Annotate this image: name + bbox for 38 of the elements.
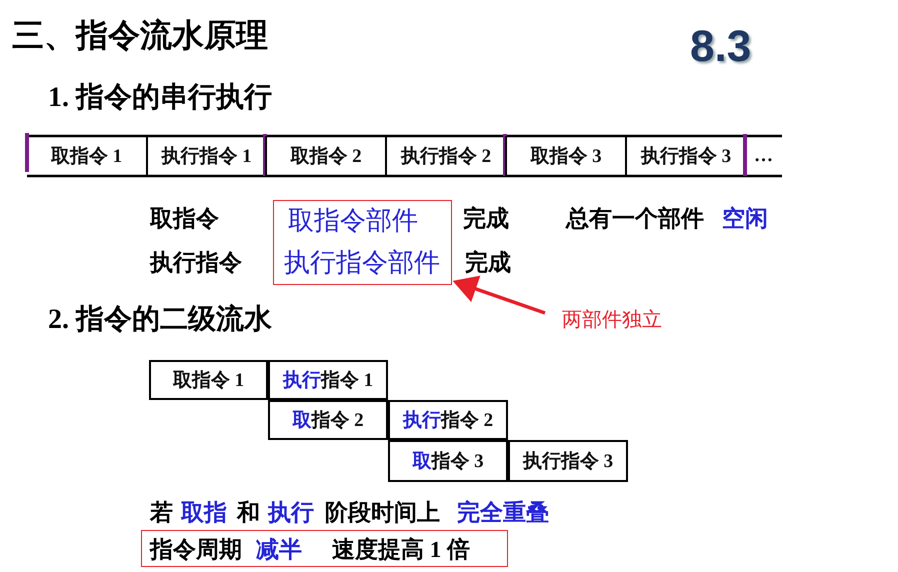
note-text: 取指 <box>181 499 227 527</box>
timeline-cell: 取指令 3 <box>388 440 508 482</box>
title: 三、指令流水原理 <box>12 16 268 55</box>
timeline-cell: 执行指令 3 <box>625 136 745 176</box>
highlight-box <box>273 200 452 285</box>
timeline-cell: 执行指令 2 <box>385 136 505 176</box>
note-text: 完全重叠 <box>457 499 549 527</box>
timeline-cell: 执行指令 2 <box>388 400 508 440</box>
note-text: 完成 <box>465 249 511 277</box>
timeline-cell: 执行指令 1 <box>146 136 265 176</box>
timeline-cell: 取指令 1 <box>149 360 268 400</box>
arrow <box>452 276 546 315</box>
conclusion-text: 减半 <box>256 536 302 564</box>
annotation: 两部件独立 <box>545 306 675 334</box>
timeline-cell: … <box>745 136 782 176</box>
timeline-cell: 取指令 2 <box>265 136 385 176</box>
note-text: 若 <box>150 499 173 527</box>
note-text: 取指令 <box>150 205 219 233</box>
note-text: 和 <box>237 499 260 527</box>
note-text: 空闲 <box>722 205 768 233</box>
note-text: 完成 <box>463 205 509 233</box>
section-number: 8.3 <box>690 22 752 72</box>
highlight-box <box>141 530 508 567</box>
timeline-cell: 执行指令 1 <box>268 360 388 400</box>
component-name: 取指令部件 <box>288 205 418 237</box>
timeline-cell: 取指令 3 <box>505 136 625 176</box>
timeline-cell: 取指令 1 <box>27 136 146 176</box>
timeline-cell: 执行指令 3 <box>508 440 628 482</box>
timeline-cell: 取指令 2 <box>268 400 388 440</box>
section-heading: 2. 指令的二级流水 <box>48 302 272 337</box>
conclusion-text: 速度提高 1 倍 <box>332 536 470 564</box>
note-text: 总有一个部件 <box>566 205 704 233</box>
note-text: 执行 <box>268 499 314 527</box>
note-text: 执行指令 <box>150 249 242 277</box>
component-name: 执行指令部件 <box>284 247 440 279</box>
conclusion-text: 指令周期 <box>150 536 242 564</box>
note-text: 阶段时间上 <box>325 499 440 527</box>
section-heading: 1. 指令的串行执行 <box>48 81 272 115</box>
